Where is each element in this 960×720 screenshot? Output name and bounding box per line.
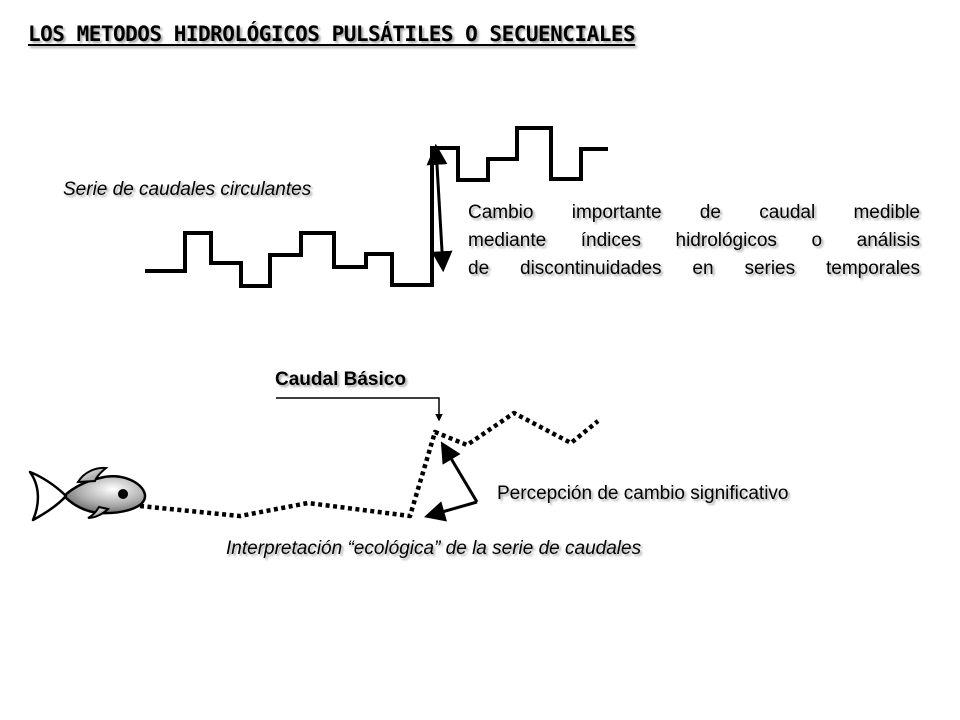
basic-flow-label: Caudal Básico bbox=[275, 369, 406, 390]
change-double-arrow bbox=[426, 143, 453, 273]
perception-arrow-lower bbox=[423, 500, 478, 522]
fish-icon bbox=[28, 466, 147, 522]
interpretation-label: Interpretación “ecológica” de la serie d… bbox=[226, 538, 642, 559]
change-note-line: Cambio importante de caudal medible bbox=[468, 202, 920, 223]
page-title: LOS METODOS HIDROLÓGICOS PULSÁTILES O SE… bbox=[28, 22, 636, 46]
perception-label: Percepción de cambio significativo bbox=[497, 483, 789, 504]
series-label: Serie de caudales circulantes bbox=[63, 179, 312, 200]
change-note-line: mediante índices hidrológicos o análisis bbox=[468, 230, 920, 251]
perceived-dotted-series bbox=[139, 410, 600, 519]
flow-step-series bbox=[145, 126, 608, 288]
basic-flow-pointer bbox=[276, 397, 443, 422]
change-note: Cambio importante de caudal medible medi… bbox=[468, 199, 920, 283]
change-note-line: de discontinuidades en series temporales bbox=[468, 258, 920, 279]
perception-arrow-upper bbox=[440, 441, 479, 503]
